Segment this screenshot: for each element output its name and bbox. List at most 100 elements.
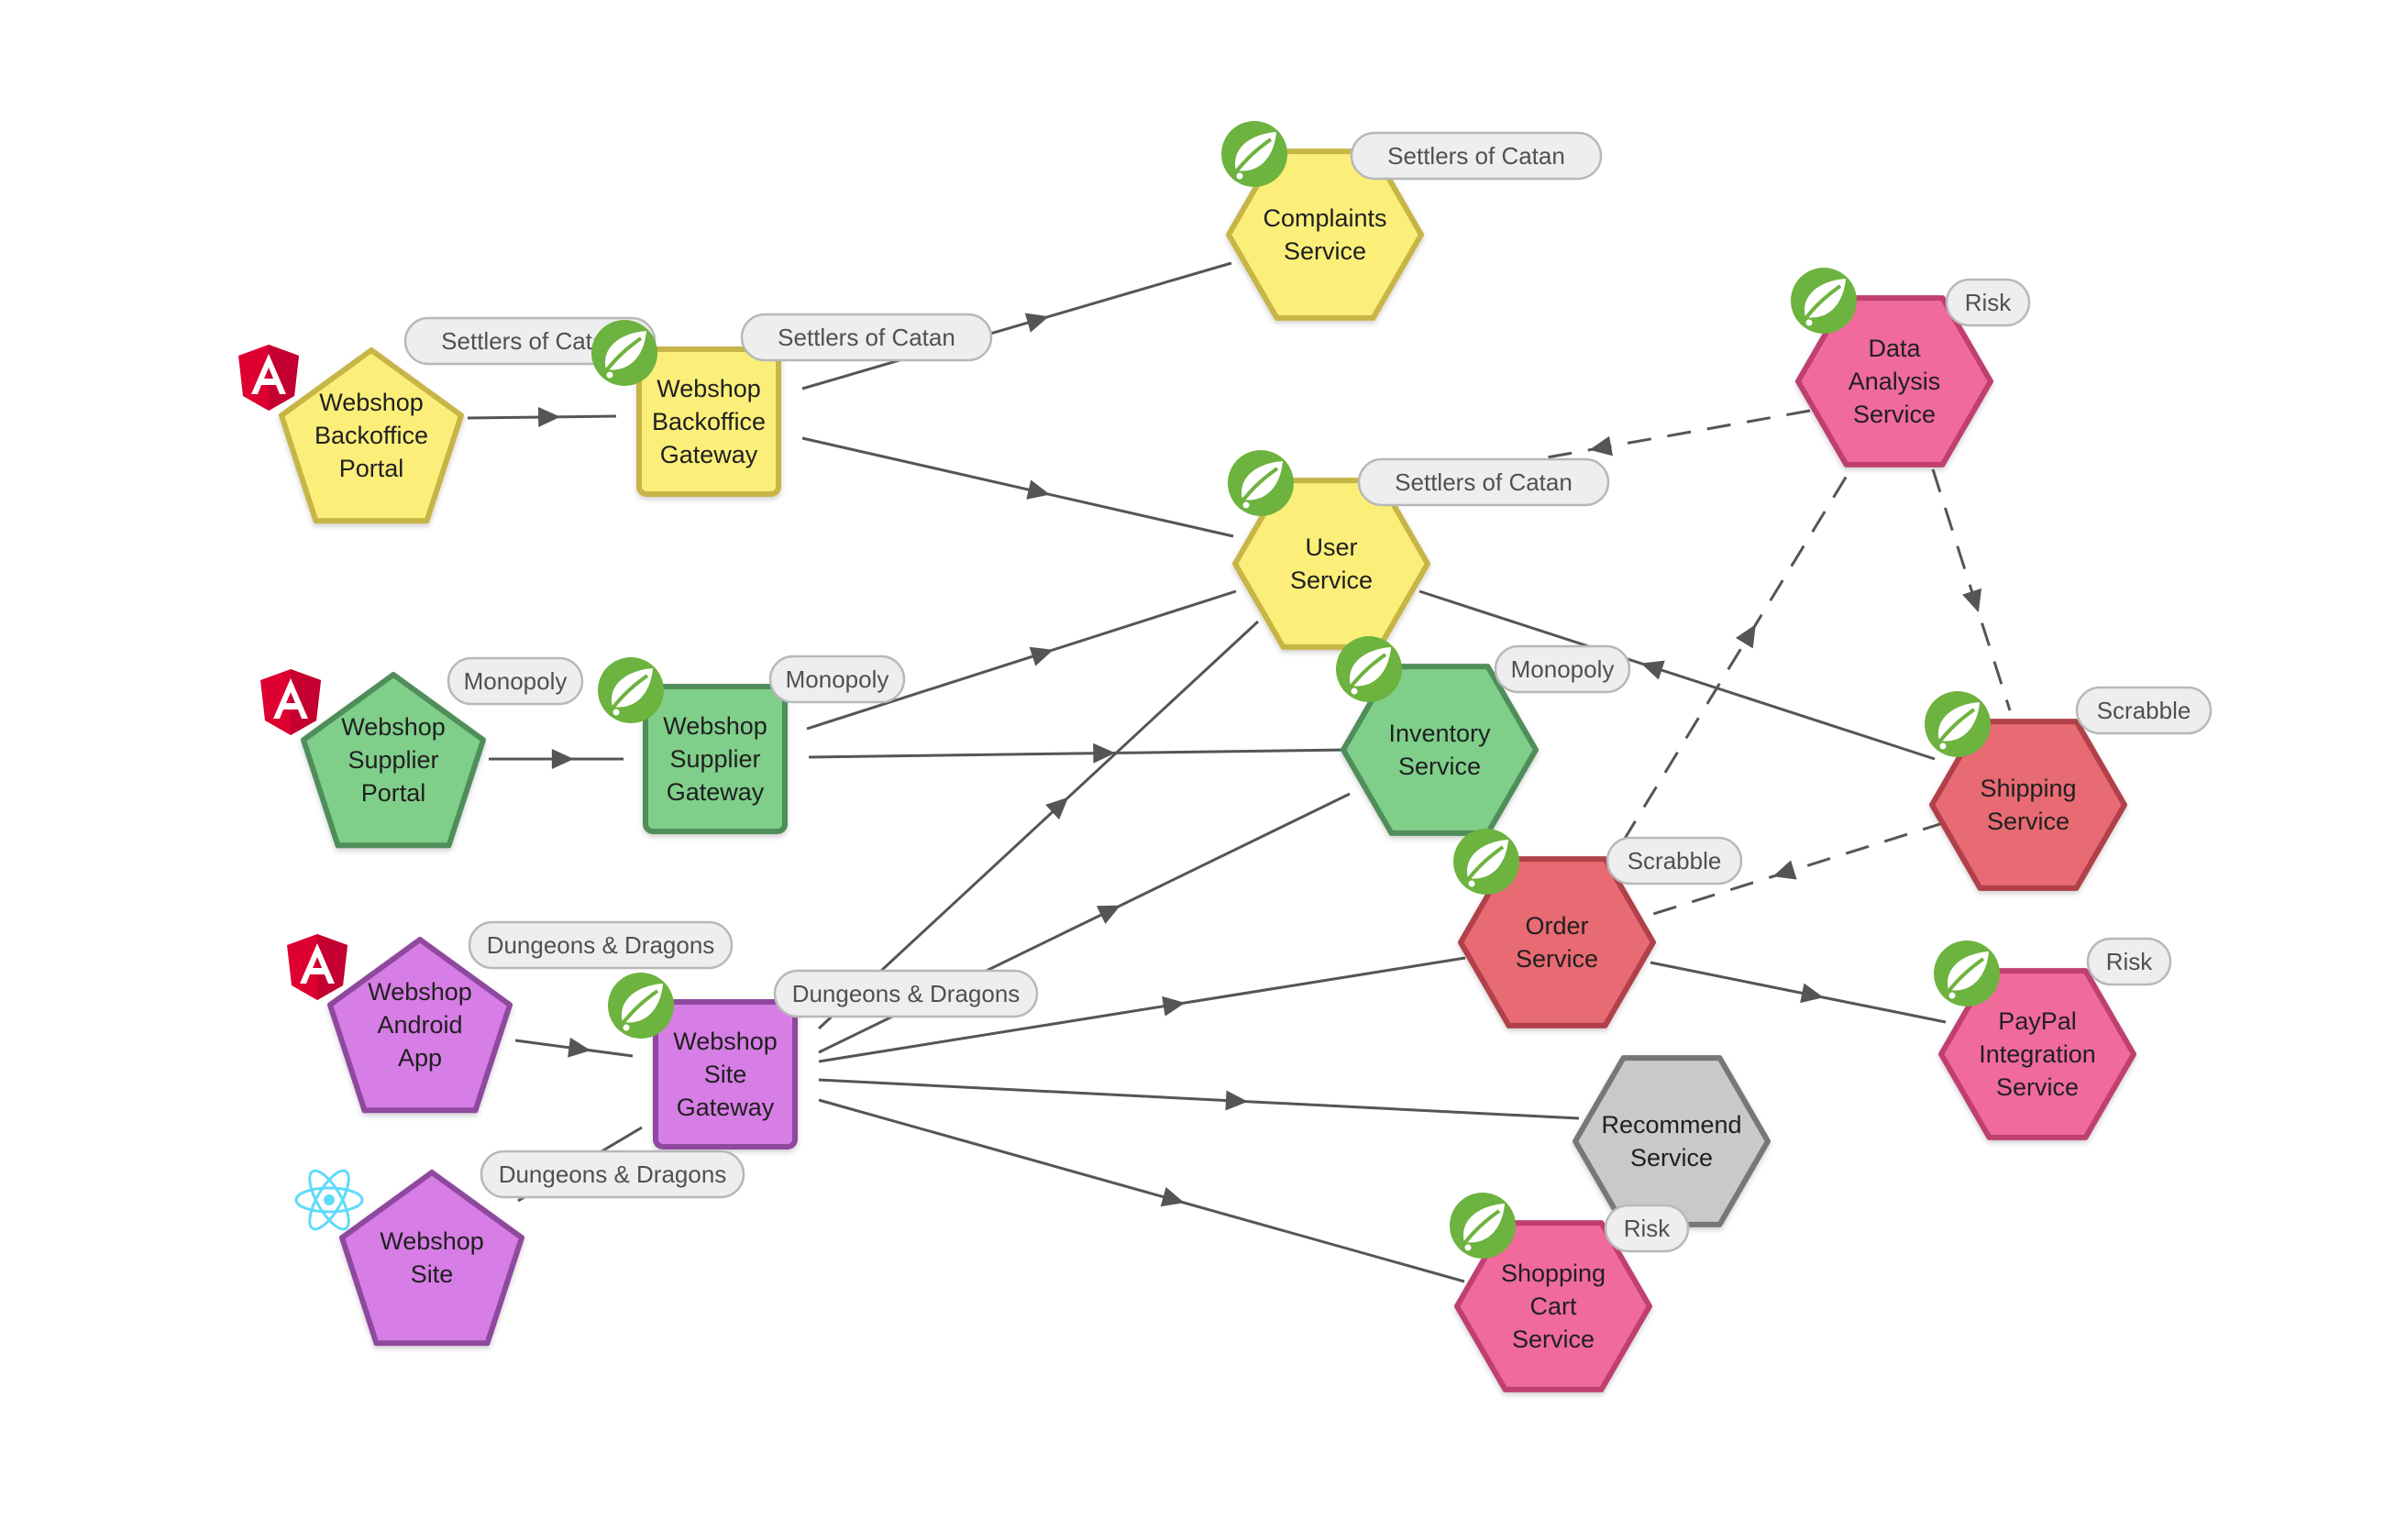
- node-label-line: Supplier: [348, 746, 438, 774]
- node-label-line: Recommend: [1601, 1111, 1741, 1138]
- arrowhead-icon: [1800, 983, 1824, 1004]
- node-label-line: Gateway: [660, 441, 758, 468]
- node-label-line: Service: [1290, 566, 1373, 594]
- node-label-line: Order: [1525, 912, 1588, 940]
- node-label-line: Service: [1996, 1073, 2079, 1101]
- arrowhead-icon: [1162, 996, 1186, 1017]
- node-label-line: User: [1305, 534, 1357, 561]
- team-tag-label: Settlers of Catan: [441, 327, 619, 355]
- team-tag: Scrabble: [2075, 686, 2213, 735]
- edge-line: [818, 956, 1466, 1063]
- node-label-line: Service: [1398, 753, 1481, 780]
- react-icon: [294, 1169, 364, 1231]
- team-tag-label: Monopoly: [786, 666, 889, 693]
- edge-order-service-to-paypal-service: [1650, 961, 1947, 1024]
- arrowhead-icon: [551, 749, 574, 769]
- edge-supplier-gateway-to-inventory-service: [808, 742, 1347, 764]
- node-label-line: Cart: [1529, 1292, 1577, 1320]
- node-label-line: Webshop: [657, 375, 761, 402]
- edge-line: [818, 1078, 1580, 1120]
- spring-icon: [1228, 450, 1294, 516]
- arrowhead-icon: [537, 407, 561, 428]
- node-label-line: Webshop: [319, 389, 424, 416]
- edge-site-gateway-to-recommend-service: [818, 1078, 1580, 1120]
- edge-line: [801, 436, 1234, 538]
- edge-line: [1650, 961, 1947, 1024]
- edge-order-service-to-data-analysis: [1621, 463, 1856, 842]
- team-tag: Risk: [2086, 937, 2172, 986]
- team-tag: Monopoly: [768, 654, 906, 704]
- arrowhead-icon: [1962, 588, 1982, 613]
- square-shape: [643, 684, 788, 834]
- arrowhead-icon: [1735, 624, 1756, 649]
- arrowhead-icon: [1589, 435, 1613, 456]
- team-tag: Monopoly: [1494, 644, 1631, 694]
- edge-backoffice-portal-to-backoffice-gateway: [467, 407, 617, 428]
- node-label-line: Webshop: [380, 1227, 484, 1255]
- edge-line: [1650, 820, 1947, 917]
- edges-layer: [467, 261, 2012, 1283]
- edge-line: [806, 589, 1237, 731]
- spring-icon: [608, 973, 674, 1039]
- spring-icon: [1934, 940, 2000, 1006]
- arrowhead-icon: [1096, 905, 1121, 925]
- node-label-line: Gateway: [667, 778, 765, 806]
- node-label-line: Complaints: [1263, 204, 1386, 232]
- edge-line: [817, 620, 1260, 1030]
- angular-icon: [287, 934, 348, 1000]
- team-tag-label: Settlers of Catan: [1395, 468, 1573, 496]
- edge-site-gateway-to-order-service: [818, 956, 1466, 1063]
- team-tag-label: Risk: [1624, 1215, 1672, 1242]
- edge-line: [801, 261, 1232, 390]
- angular-icon: [260, 669, 321, 735]
- node-label-line: Integration: [1979, 1040, 2096, 1068]
- node-label-line: Service: [1853, 401, 1936, 428]
- edge-shipping-service-to-user-service: [1418, 589, 1936, 761]
- arrowhead-icon: [1160, 1187, 1185, 1207]
- hexagon-shape: [1458, 856, 1656, 1028]
- edge-backoffice-gateway-to-user-service: [801, 436, 1234, 538]
- team-tag-label: Monopoly: [1511, 655, 1615, 683]
- edge-line: [818, 1098, 1465, 1283]
- spring-icon: [1925, 691, 1991, 757]
- team-tag-label: Risk: [2106, 948, 2154, 975]
- node-label-line: App: [398, 1044, 442, 1072]
- team-tag: Settlers of Catan: [1357, 457, 1610, 507]
- node-label-line: Portal: [339, 455, 404, 482]
- team-tag-label: Risk: [1965, 289, 2013, 316]
- node-label-line: Service: [1630, 1144, 1713, 1172]
- square-shape: [636, 346, 781, 497]
- team-tag: Settlers of Catan: [1350, 131, 1603, 181]
- node-label-line: Inventory: [1388, 720, 1491, 747]
- node-label-line: Supplier: [669, 745, 760, 773]
- team-tag-label: Scrabble: [1628, 847, 1722, 874]
- arrowhead-icon: [1024, 313, 1049, 333]
- edge-android-app-to-site-gateway: [514, 1037, 634, 1058]
- edge-line: [1621, 463, 1856, 842]
- edge-line: [1931, 468, 2012, 711]
- hexagon-shape: [1573, 1055, 1771, 1227]
- spring-icon: [1453, 829, 1519, 895]
- node-label-line: Shipping: [1980, 775, 2076, 802]
- pentagon-shape: [327, 937, 513, 1114]
- edge-backoffice-gateway-to-complaints-service: [801, 261, 1232, 390]
- team-tag: Dungeons & Dragons: [468, 920, 734, 970]
